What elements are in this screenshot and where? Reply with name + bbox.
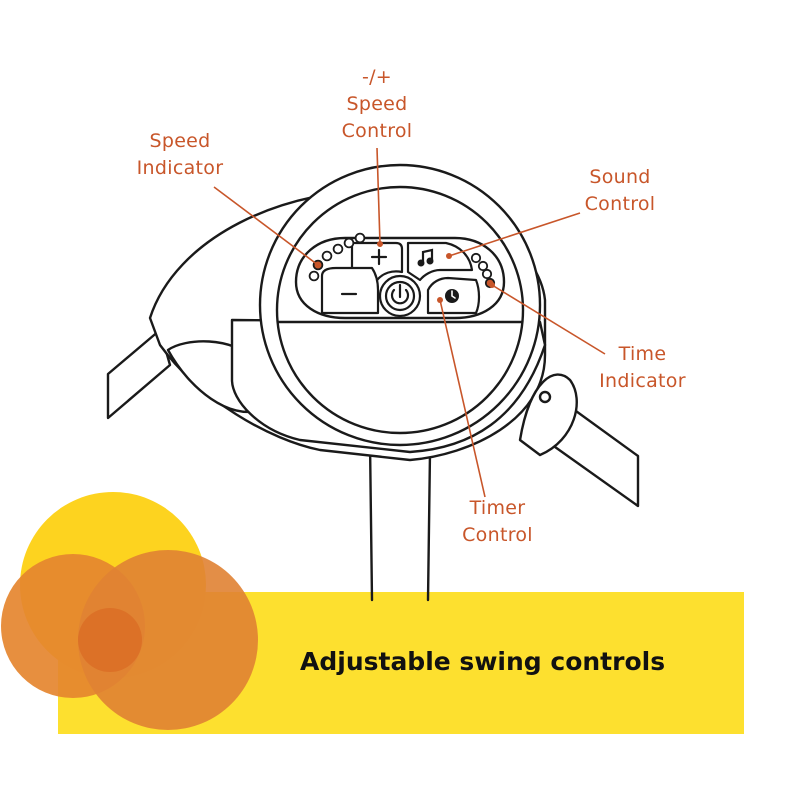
plus-icon [370, 248, 388, 266]
pointer-time-indicator [491, 284, 606, 355]
callout-time-indicator-line1: Time [618, 343, 667, 365]
time-led-3 [481, 268, 493, 280]
music-note-icon [417, 248, 434, 267]
pointer-lines [213, 147, 606, 498]
pointer-timer-control [439, 299, 486, 498]
callout-speed-indicator-line2: Indicator [136, 157, 224, 179]
orange-overlap [78, 608, 142, 672]
callout-speed-indicator-line1: Speed [149, 130, 211, 152]
callout-speed-indicator: Speed Indicator [120, 128, 240, 182]
decorative-background [1, 492, 744, 734]
callout-speed-control: -/+ Speed Control [325, 64, 429, 145]
speed-led-3 [321, 250, 333, 262]
button-icons [340, 248, 459, 305]
pointer-dot-speed-control [377, 241, 383, 247]
orange-circle-right [78, 550, 258, 730]
callout-timer-control-line1: Timer [469, 497, 526, 519]
banner-title: Adjustable swing controls [300, 647, 666, 676]
callout-timer-control: Timer Control [445, 495, 550, 549]
minus-button[interactable] [320, 266, 380, 315]
clock-icon [445, 289, 459, 303]
callout-speed-control-line1: -/+ [361, 66, 393, 88]
power-icon [390, 283, 410, 305]
pointer-speed-control [376, 147, 381, 245]
stand-post [368, 440, 432, 602]
pointer-dot-time-indicator [489, 282, 495, 288]
callout-time-indicator: Time Indicator [585, 341, 700, 395]
speed-led-4 [332, 243, 344, 255]
speed-led-1 [308, 270, 320, 282]
speed-indicator-leds [308, 232, 366, 282]
callout-sound-control-line2: Control [584, 193, 656, 215]
callout-speed-control-line2: Speed [346, 93, 408, 115]
callout-sound-control-line1: Sound [589, 166, 651, 188]
pivot-knob [518, 373, 578, 457]
callout-speed-control-line3: Control [341, 120, 413, 142]
pivot-hole [538, 390, 552, 404]
pointer-speed-indicator [213, 186, 319, 266]
pointer-dot-sound-control [446, 253, 452, 259]
pointer-dot-timer-control [437, 297, 443, 303]
pointer-dot-speed-indicator [315, 262, 321, 268]
callout-sound-control: Sound Control [565, 164, 675, 218]
callout-timer-control-line2: Control [462, 524, 533, 546]
speed-led-5 [343, 237, 355, 249]
pointer-sound-control [448, 212, 581, 257]
speed-led-6 [354, 232, 366, 244]
callout-time-indicator-line2: Indicator [599, 370, 686, 392]
time-led-2 [477, 260, 489, 272]
time-led-1 [470, 252, 482, 264]
